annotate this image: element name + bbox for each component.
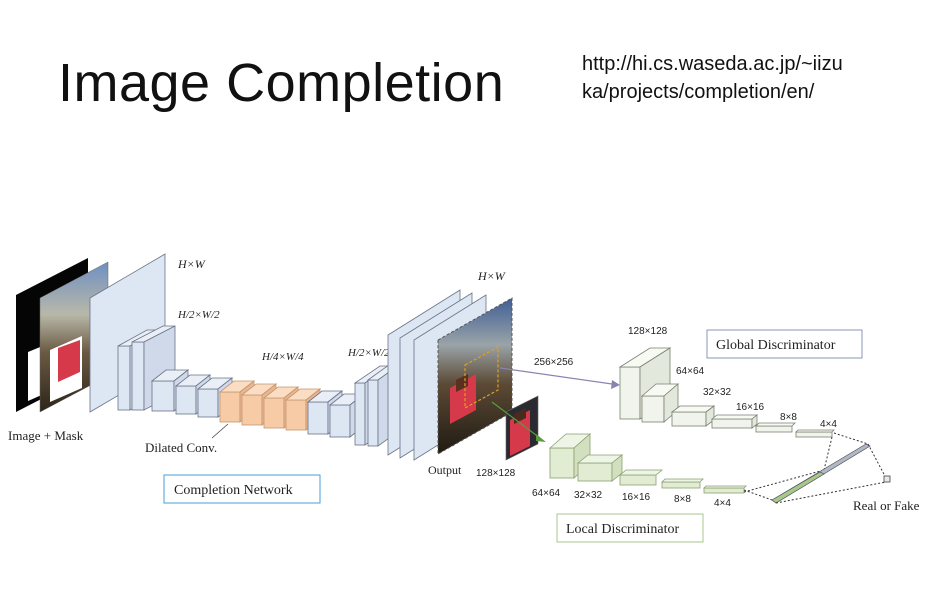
output-image (437, 297, 513, 455)
global-size-label: 16×16 (736, 402, 765, 413)
local-size-labels: 64×64 32×32 16×16 8×8 4×4 (532, 488, 731, 509)
global-size-label: 128×128 (628, 326, 668, 337)
global-arrowhead (611, 380, 620, 389)
local-discriminator-layers (548, 433, 747, 494)
global-size-label: 64×64 (676, 366, 705, 377)
fusion-connections (743, 432, 891, 504)
global-size-label: 8×8 (780, 412, 797, 423)
encoder-blocks (150, 369, 234, 418)
dim-hw-right: H×W (477, 269, 506, 283)
dim-hw-left: H×W (177, 257, 206, 271)
global-discriminator-label: Global Discriminator (716, 338, 836, 353)
dim-global-input: 256×256 (534, 357, 574, 368)
global-arrow (499, 367, 613, 385)
local-size-label: 16×16 (622, 492, 651, 503)
project-url[interactable]: http://hi.cs.waseda.ac.jp/~iizu ka/proje… (582, 50, 912, 106)
dim-local-input: 128×128 (476, 468, 516, 479)
dilated-conv-blocks (218, 380, 322, 431)
project-url-line-2[interactable]: ka/projects/completion/en/ (582, 81, 815, 103)
global-size-label: 4×4 (820, 419, 837, 430)
local-size-label: 64×64 (532, 488, 561, 499)
project-url-line-1[interactable]: http://hi.cs.waseda.ac.jp/~iizu (582, 53, 843, 75)
global-discriminator-layers (618, 347, 835, 438)
completion-network-label: Completion Network (174, 483, 293, 498)
real-or-fake-label: Real or Fake (853, 498, 920, 513)
dim-half-right: H/2×W/2 (347, 347, 390, 359)
input-label: Image + Mask (8, 428, 84, 443)
dim-half-left: H/2×W/2 (177, 309, 220, 321)
global-size-labels: 128×128 64×64 32×32 16×16 8×8 4×4 (628, 326, 837, 430)
completion-network-box (163, 474, 321, 504)
local-discriminator-label: Local Discriminator (566, 522, 679, 537)
global-discriminator-box (706, 329, 863, 359)
dilated-conv-label: Dilated Conv. (145, 440, 217, 455)
local-discriminator-box (556, 513, 704, 543)
dim-quarter: H/4×W/4 (261, 351, 304, 363)
global-size-label: 32×32 (703, 387, 732, 398)
local-size-label: 32×32 (574, 490, 603, 501)
local-arrowhead (536, 434, 546, 442)
local-size-label: 8×8 (674, 494, 691, 505)
output-label: Output (428, 463, 462, 477)
local-arrow (491, 401, 541, 439)
local-size-label: 4×4 (714, 498, 731, 509)
slide-title: Image Completion (58, 53, 505, 113)
